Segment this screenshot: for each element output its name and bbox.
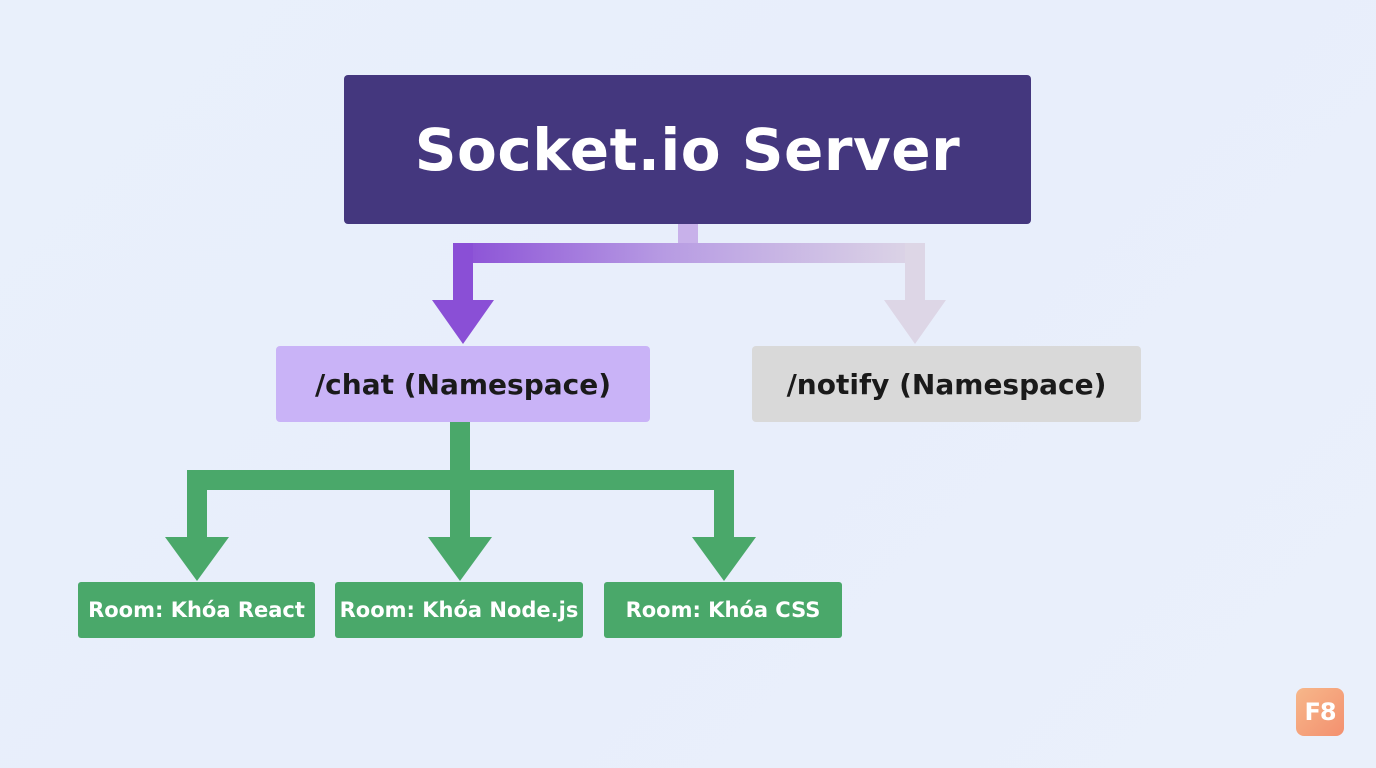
f8-logo-text: F8 — [1304, 698, 1336, 726]
namespace-notify-node: /notify (Namespace) — [752, 346, 1141, 422]
room-css-label: Room: Khóa CSS — [625, 598, 821, 622]
room-1-arrow-shaft — [187, 470, 207, 538]
server-stem — [678, 224, 698, 244]
notify-arrow-shaft — [905, 243, 925, 301]
chat-stem — [450, 422, 470, 480]
room-1-arrow-head — [165, 537, 229, 581]
notify-arrow-head — [884, 300, 946, 344]
namespace-chat-label: /chat (Namespace) — [314, 367, 612, 401]
room-react-node: Room: Khóa React — [78, 582, 315, 638]
chat-arrow-head — [432, 300, 494, 344]
chat-arrow-shaft — [453, 243, 473, 301]
server-node: Socket.io Server — [344, 75, 1031, 224]
room-2-arrow-head — [428, 537, 492, 581]
namespace-notify-label: /notify (Namespace) — [786, 367, 1107, 401]
namespace-chat-node: /chat (Namespace) — [276, 346, 650, 422]
f8-logo: F8 — [1296, 688, 1344, 736]
room-3-arrow-shaft — [714, 470, 734, 538]
room-nodejs-label: Room: Khóa Node.js — [339, 598, 579, 622]
room-2-arrow-shaft — [450, 470, 470, 538]
namespace-bus — [455, 243, 925, 263]
room-react-label: Room: Khóa React — [88, 598, 305, 622]
room-3-arrow-head — [692, 537, 756, 581]
server-label: Socket.io Server — [414, 115, 961, 184]
room-nodejs-node: Room: Khóa Node.js — [335, 582, 583, 638]
room-css-node: Room: Khóa CSS — [604, 582, 842, 638]
